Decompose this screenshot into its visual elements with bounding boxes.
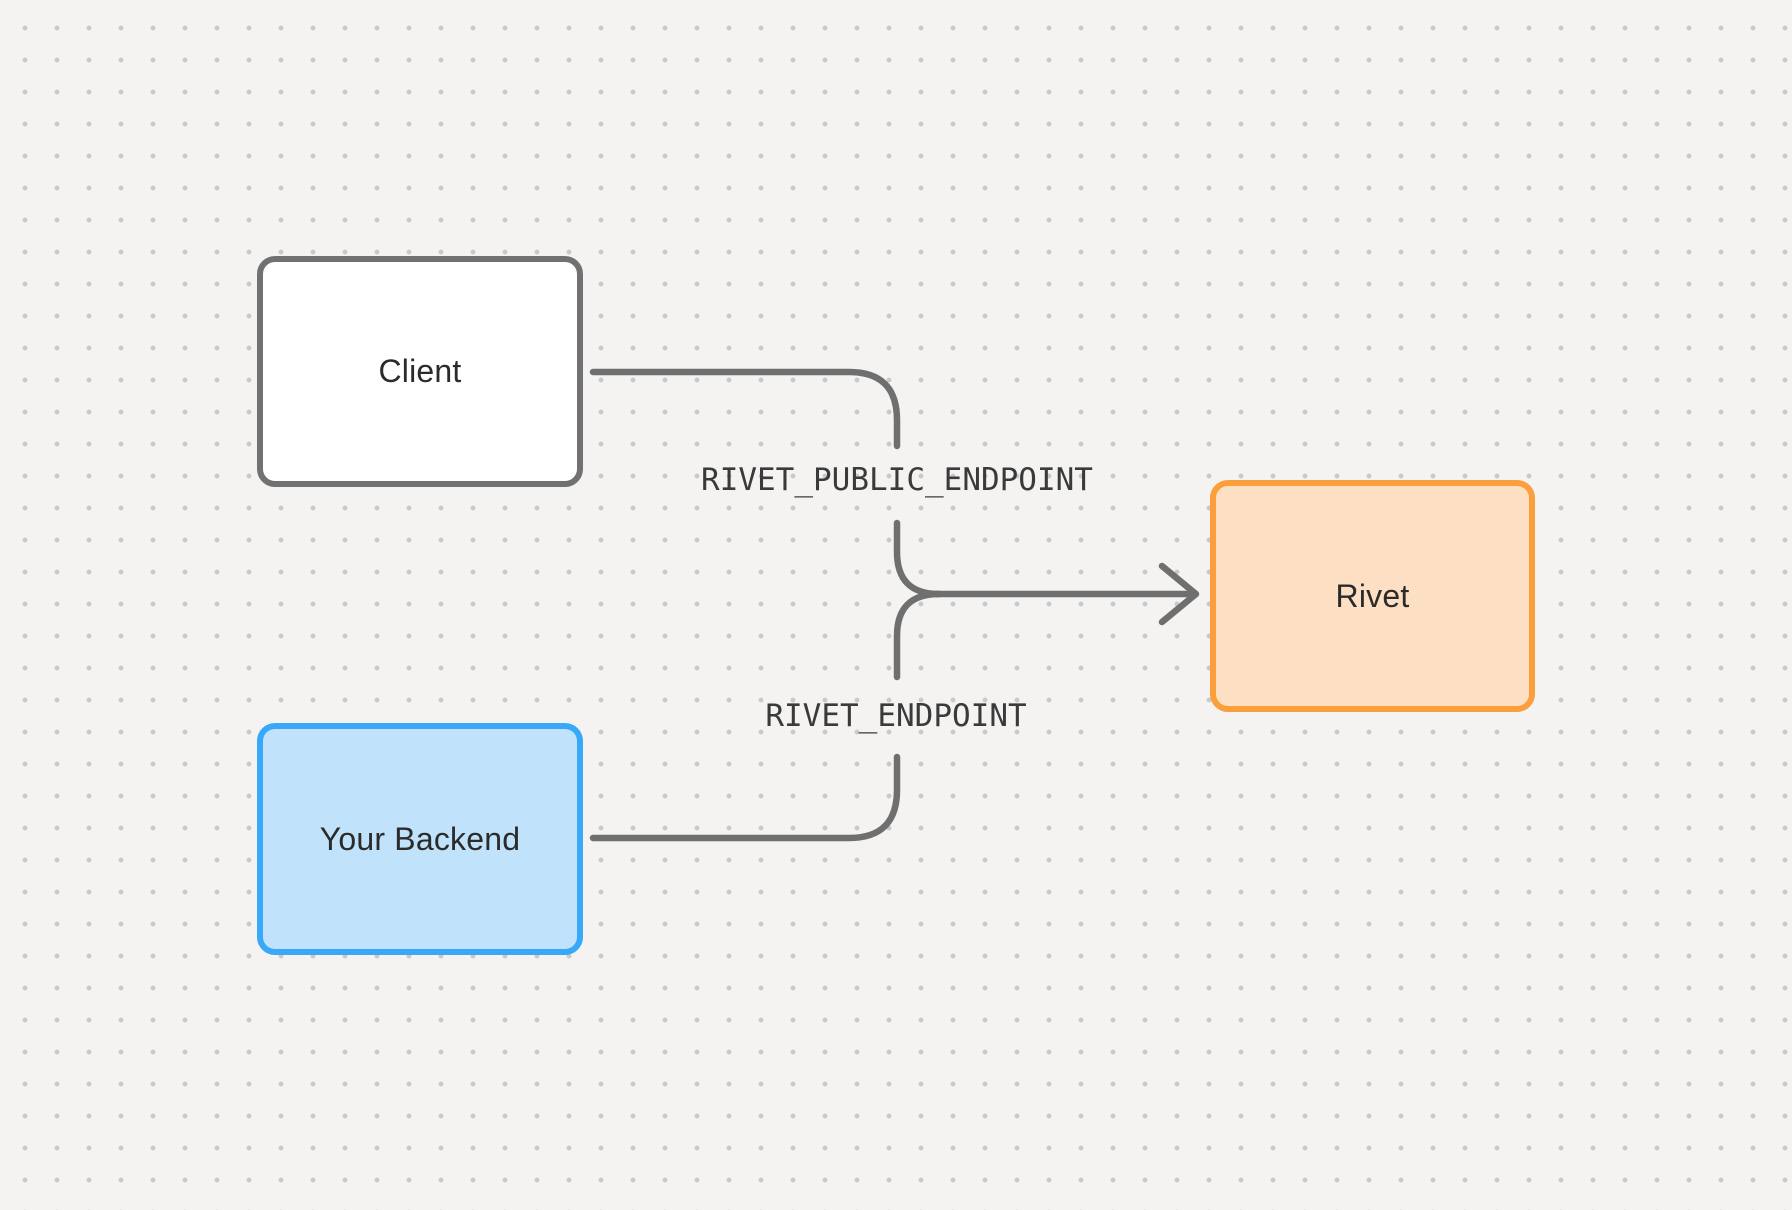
edge-label-rivet-endpoint: RIVET_ENDPOINT: [765, 698, 1027, 734]
node-client-label: Client: [378, 353, 462, 389]
edge-backend-merge-segment: [893, 590, 943, 681]
edge-client-segment: [589, 368, 901, 450]
node-client: Client: [257, 256, 583, 487]
edge-backend-segment: [589, 753, 901, 842]
node-rivet: Rivet: [1210, 480, 1535, 712]
edge-client-merge-segment: [893, 519, 943, 598]
node-backend: Your Backend: [257, 723, 583, 955]
arrowhead-icon: [1158, 562, 1200, 626]
node-backend-label: Your Backend: [319, 820, 521, 857]
node-rivet-label: Rivet: [1335, 577, 1410, 614]
edge-label-rivet-public-endpoint: RIVET_PUBLIC_ENDPOINT: [701, 462, 1093, 498]
